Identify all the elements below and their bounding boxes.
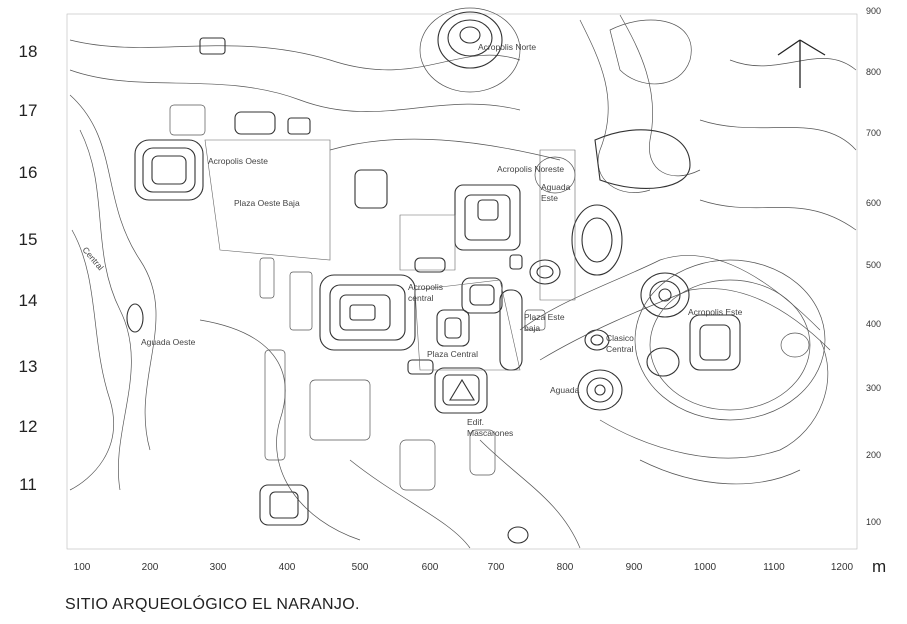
map-title: SITIO ARQUEOLÓGICO EL NARANJO.	[65, 594, 360, 613]
bottom-axis-label: 1100	[763, 562, 785, 573]
left-grid-labels: 18 17 16 15 14 13 12 11	[19, 42, 38, 494]
east-hill-structure	[571, 19, 692, 276]
acropolis-este-structure	[634, 259, 826, 421]
map-frame	[66, 13, 858, 550]
bottom-axis-label: 200	[142, 562, 159, 573]
aguada-este-structures	[529, 156, 576, 285]
acropolis-norte-structure	[419, 7, 521, 93]
right-axis-label: 100	[866, 517, 881, 527]
right-axis-label: 900	[866, 6, 881, 16]
label-edif-mascarones-2: Mascarones	[467, 428, 513, 438]
acropolis-oeste-structure	[134, 104, 206, 201]
label-acropolis-este: Acropolis Este	[688, 307, 743, 317]
site-labels: Acropolis Norte Acropolis Oeste Plaza Oe…	[80, 42, 742, 438]
label-plaza-este-baja-2: baja	[524, 323, 540, 333]
bottom-axis-label: 400	[279, 562, 296, 573]
label-plaza-central: Plaza Central	[427, 349, 478, 359]
label-acropolis-norte: Acropolis Norte	[478, 42, 536, 52]
left-grid-label: 18	[19, 42, 38, 61]
north-arrow-icon	[777, 39, 826, 88]
label-edif-mascarones-1: Edif.	[467, 417, 484, 427]
bottom-axis-label: 800	[557, 562, 574, 573]
right-axis-labels: 900 800 700 600 500 400 300 200 100	[866, 6, 881, 527]
bottom-axis-label: 300	[210, 562, 227, 573]
label-clasico-central-2: Central	[606, 344, 634, 354]
label-plaza-oeste-baja: Plaza Oeste Baja	[234, 198, 300, 208]
left-grid-label: 12	[19, 417, 38, 436]
label-acropolis-central-1: Acropolis	[408, 282, 443, 292]
label-acropolis-noreste: Acropolis Noreste	[497, 164, 564, 174]
right-axis-label: 200	[866, 450, 881, 460]
label-aguada-este-1: Aguada	[541, 182, 571, 192]
plaza-outlines	[204, 139, 576, 371]
bottom-axis-label: 600	[422, 562, 439, 573]
left-grid-label: 14	[19, 291, 38, 310]
label-aguada-este-2: Este	[541, 193, 558, 203]
acropolis-central-structure	[319, 274, 416, 351]
label-acropolis-central-2: central	[408, 293, 434, 303]
right-axis-label: 800	[866, 67, 881, 77]
right-axis-label: 300	[866, 383, 881, 393]
terrain-contours	[69, 14, 857, 549]
bottom-axis-labels: 100 200 300 400 500 600 700 800 900 1000…	[74, 562, 854, 573]
minor-structures	[126, 37, 529, 544]
edif-mascarones-structure	[434, 367, 488, 414]
acropolis-noreste-structure	[454, 184, 521, 251]
left-grid-label: 13	[19, 357, 38, 376]
label-clasico-central-1: Clasico	[606, 333, 634, 343]
left-grid-label: 16	[19, 163, 38, 182]
right-axis-label: 400	[866, 319, 881, 329]
bottom-axis-label: 100	[74, 562, 91, 573]
unit-label: m	[872, 557, 886, 576]
right-axis-label: 700	[866, 128, 881, 138]
bottom-axis-label: 500	[352, 562, 369, 573]
right-axis-label: 600	[866, 198, 881, 208]
bottom-axis-label: 1000	[694, 562, 717, 573]
label-aguada-small: Aguada	[550, 385, 580, 395]
clasico-central-structure	[577, 329, 623, 411]
left-grid-label: 11	[19, 475, 37, 494]
bottom-axis-label: 700	[488, 562, 505, 573]
label-acropolis-oeste: Acropolis Oeste	[208, 156, 268, 166]
structures	[126, 7, 826, 544]
left-grid-label: 15	[19, 230, 38, 249]
bottom-axis-label: 900	[626, 562, 643, 573]
bottom-axis-label: 1200	[831, 562, 854, 573]
right-axis-label: 500	[866, 260, 881, 270]
label-aguada-oeste: Aguada Oeste	[141, 337, 196, 347]
label-plaza-este-baja-1: Plaza Este	[524, 312, 565, 322]
left-grid-label: 17	[19, 101, 38, 120]
